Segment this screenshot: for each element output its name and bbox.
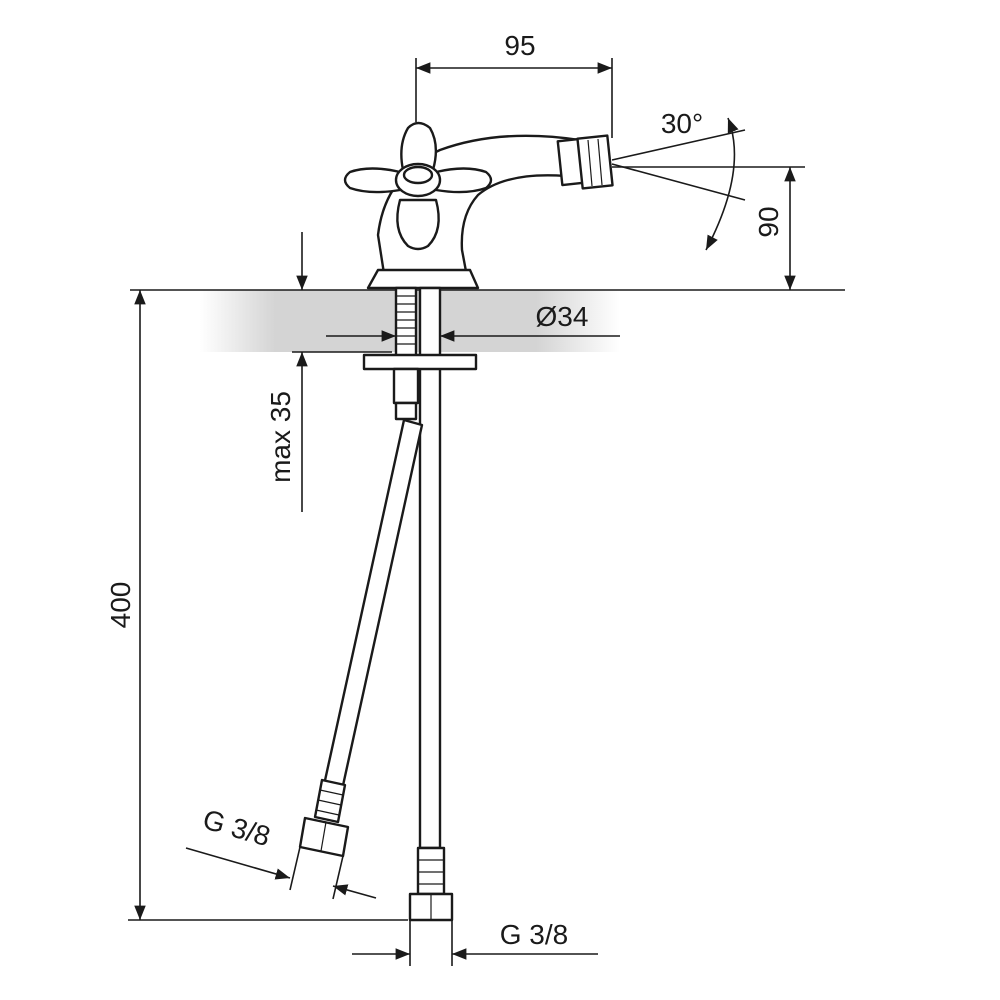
dimension-spray-angle: 30° [611, 108, 746, 251]
dimension-connector-right: G 3/8 [352, 919, 598, 966]
connector-left-label: G 3/8 [199, 804, 273, 853]
dimension-spout-height: 90 [612, 166, 805, 290]
dimension-connector-left: G 3/8 [185, 804, 377, 900]
hole-diameter-label: Ø34 [536, 301, 589, 332]
mounting-hardware [362, 286, 478, 850]
dimension-hole-diameter: Ø34 [326, 301, 620, 342]
hose-straight-fitting [408, 846, 454, 922]
dimension-spout-reach: 95 [415, 30, 613, 138]
faucet-body [343, 121, 614, 290]
connector-right-label: G 3/8 [500, 919, 568, 950]
countertop [130, 289, 845, 352]
hose-angled [298, 418, 424, 858]
spout-height-label: 90 [753, 206, 784, 237]
dimension-hose-length: 400 [105, 290, 408, 921]
spout-reach-label: 95 [504, 30, 535, 61]
spout-nozzle [556, 134, 614, 190]
spray-angle-label: 30° [661, 108, 703, 139]
max-thickness-label: max 35 [265, 391, 296, 483]
cross-handle [343, 121, 493, 251]
dimension-max-thickness: max 35 [265, 232, 392, 512]
hose-length-label: 400 [105, 582, 136, 629]
